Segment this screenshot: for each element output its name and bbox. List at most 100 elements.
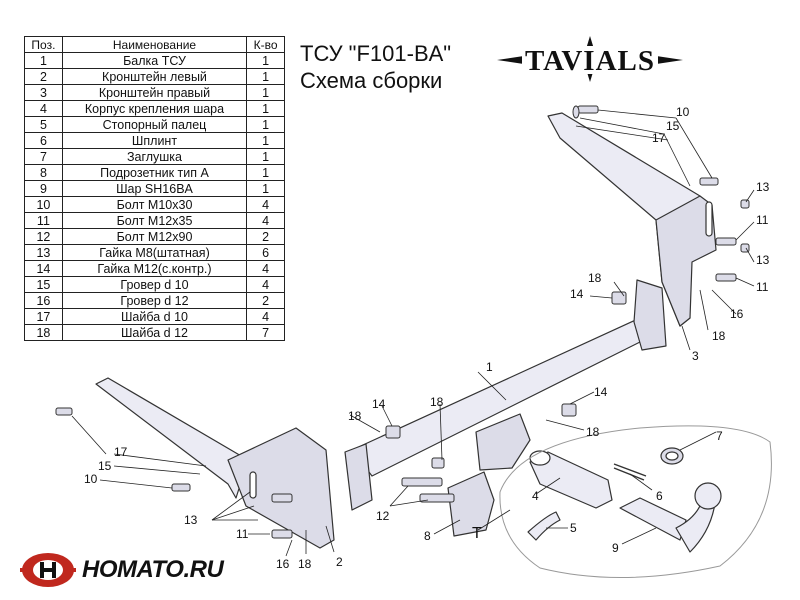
washer-17-upper bbox=[572, 105, 580, 119]
bolt-10-left bbox=[55, 407, 73, 416]
callout-18-center: 18 bbox=[586, 425, 600, 439]
callout-11-lower: 11 bbox=[756, 280, 769, 294]
callout-labels: 1 2 3 4 5 6 7 8 9 10 10 11 11 11 12 13 1… bbox=[84, 105, 770, 571]
homato-watermark: HOMATO.RU bbox=[20, 548, 224, 592]
right-bracket-plate bbox=[655, 195, 717, 327]
callout-13-upper: 13 bbox=[756, 180, 770, 194]
callout-16-left: 16 bbox=[276, 557, 290, 571]
tow-ball-neck bbox=[619, 497, 687, 541]
nut-14-center bbox=[561, 403, 577, 417]
title-subtitle: Схема сборки bbox=[300, 68, 443, 93]
callout-14-left: 14 bbox=[372, 397, 386, 411]
row-pos: 14 bbox=[24, 260, 63, 277]
callout-4: 4 bbox=[532, 489, 539, 503]
callout-18-mid: 18 bbox=[430, 395, 444, 409]
callout-14-right: 14 bbox=[570, 287, 584, 301]
bolt-12-lower bbox=[419, 493, 455, 503]
right-bracket-slot bbox=[705, 201, 713, 237]
row-qty: 7 bbox=[246, 324, 285, 341]
callout-5: 5 bbox=[570, 521, 577, 535]
callout-10-right: 10 bbox=[676, 105, 690, 119]
lock-pin bbox=[527, 511, 561, 541]
callout-18-left: 18 bbox=[348, 409, 362, 423]
callout-18-bracket: 18 bbox=[712, 329, 726, 343]
title-model: ТСУ "F101-BA" bbox=[300, 41, 452, 66]
nut-14-right bbox=[611, 291, 627, 305]
row-pos: 16 bbox=[24, 292, 63, 309]
callout-12: 12 bbox=[376, 509, 390, 523]
callout-10-left: 10 bbox=[84, 472, 98, 486]
bolt-11-left bbox=[271, 493, 293, 503]
row-qty: 4 bbox=[246, 260, 285, 277]
callout-8: 8 bbox=[424, 529, 431, 543]
cotter-pin bbox=[613, 463, 647, 481]
left-bracket-slot bbox=[249, 471, 257, 499]
plug-cap-center bbox=[665, 451, 679, 461]
nut-14-mid bbox=[431, 457, 445, 469]
bolt-11-upper bbox=[715, 237, 737, 246]
beam-left-flange bbox=[344, 443, 373, 511]
left-bracket-plate bbox=[227, 427, 335, 549]
callout-13-left: 13 bbox=[184, 513, 198, 527]
socket-bracket bbox=[447, 471, 495, 537]
callout-t: T bbox=[472, 525, 482, 542]
row-pos: 18 bbox=[24, 324, 63, 341]
bolt-11-lower bbox=[715, 273, 737, 282]
leader-lines bbox=[71, 109, 755, 557]
logo-text: TAVIALS bbox=[525, 45, 655, 77]
callout-17-right: 17 bbox=[652, 131, 666, 145]
towball-group-outline bbox=[499, 425, 772, 578]
callout-18-bottom: 18 bbox=[298, 557, 312, 571]
row-name: Гайка М8(штатная) bbox=[61, 244, 248, 261]
bolt-11-left-lower bbox=[271, 529, 293, 539]
callout-13-lower: 13 bbox=[756, 253, 770, 267]
row-pos: 10 bbox=[24, 196, 63, 213]
callout-11-upper: 11 bbox=[756, 213, 769, 227]
callout-7: 7 bbox=[716, 429, 723, 443]
callout-9: 9 bbox=[612, 541, 619, 555]
bolt-10-left-lower bbox=[171, 483, 191, 492]
tavials-logo: TAVIALS bbox=[497, 36, 683, 82]
ball-housing-bore bbox=[529, 450, 551, 466]
callout-15-right: 15 bbox=[666, 119, 680, 133]
bolt-10-upper bbox=[577, 105, 599, 114]
row-name: Шплинт bbox=[61, 132, 248, 149]
tow-ball bbox=[694, 482, 722, 510]
row-qty: 4 bbox=[246, 196, 285, 213]
callout-1: 1 bbox=[486, 360, 493, 374]
callout-6: 6 bbox=[656, 489, 663, 503]
callout-16-right: 16 bbox=[730, 307, 744, 321]
row-name: Болт М12x35 bbox=[61, 212, 248, 229]
ball-housing-tube bbox=[529, 451, 613, 509]
row-name: Шайба d 12 bbox=[61, 324, 248, 341]
callout-11-left: 11 bbox=[236, 527, 249, 541]
callout-18-right: 18 bbox=[588, 271, 602, 285]
nut-13-upper bbox=[740, 199, 750, 209]
callout-2: 2 bbox=[336, 555, 343, 569]
callout-17-left: 17 bbox=[114, 445, 128, 459]
row-qty: 1 bbox=[246, 68, 285, 85]
homato-logo-icon bbox=[20, 553, 76, 587]
bolt-10-right bbox=[699, 177, 719, 186]
callout-14-center: 14 bbox=[594, 385, 608, 399]
diagram-title: ТСУ "F101-BA" Схема сборки bbox=[300, 40, 451, 94]
homato-text: HOMATO.RU bbox=[82, 556, 224, 583]
hitch-mount-plate bbox=[475, 413, 531, 471]
bolt-12-upper bbox=[401, 477, 443, 487]
logo-text-backing bbox=[522, 46, 658, 74]
left-bracket bbox=[95, 377, 249, 499]
callout-15-left: 15 bbox=[98, 459, 112, 473]
callout-3: 3 bbox=[692, 349, 699, 363]
nut-14-left bbox=[385, 425, 401, 439]
